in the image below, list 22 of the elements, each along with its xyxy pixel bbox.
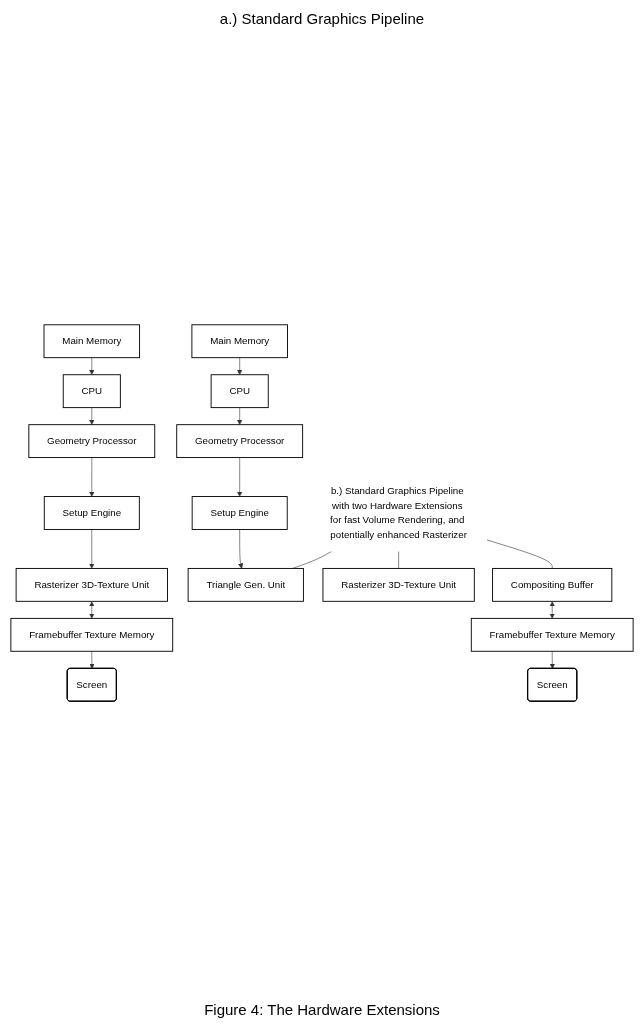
node-box: Triangle Gen. Unit (187, 567, 304, 602)
node-box: Compositing Buffer (492, 567, 613, 602)
arrow (549, 601, 555, 619)
node-box: Rasterizer 3D-Texture Unit (322, 567, 475, 602)
arrow (89, 601, 95, 619)
connector (292, 551, 332, 569)
node-text: b.) Standard Graphics Pipeline with two Hardware Extensions for fast Volume Rendering, and potentially enhanced Rasterizer (330, 485, 467, 540)
node-box: Setup Engine (191, 496, 288, 530)
connector (486, 539, 553, 569)
panel-label: a.) Standard Graphics Pipeline (219, 10, 425, 27)
node-box: Framebuffer Texture Memory (10, 617, 174, 652)
node-box: Setup Engine (43, 496, 140, 530)
node-box: Geometry Processor (28, 424, 156, 459)
figure-caption: Figure 4: The Hardware Extensions (204, 1001, 440, 1018)
node-box: Framebuffer Texture Memory (470, 617, 634, 652)
node-box: Main Memory (191, 324, 288, 359)
node-box: Geometry Processor (176, 424, 304, 459)
connector (398, 551, 399, 569)
node-box: Main Memory (43, 324, 141, 359)
node-box: Rasterizer 3D-Texture Unit (15, 567, 168, 602)
node-box: CPU (210, 374, 269, 409)
node-box: CPU (62, 374, 121, 409)
